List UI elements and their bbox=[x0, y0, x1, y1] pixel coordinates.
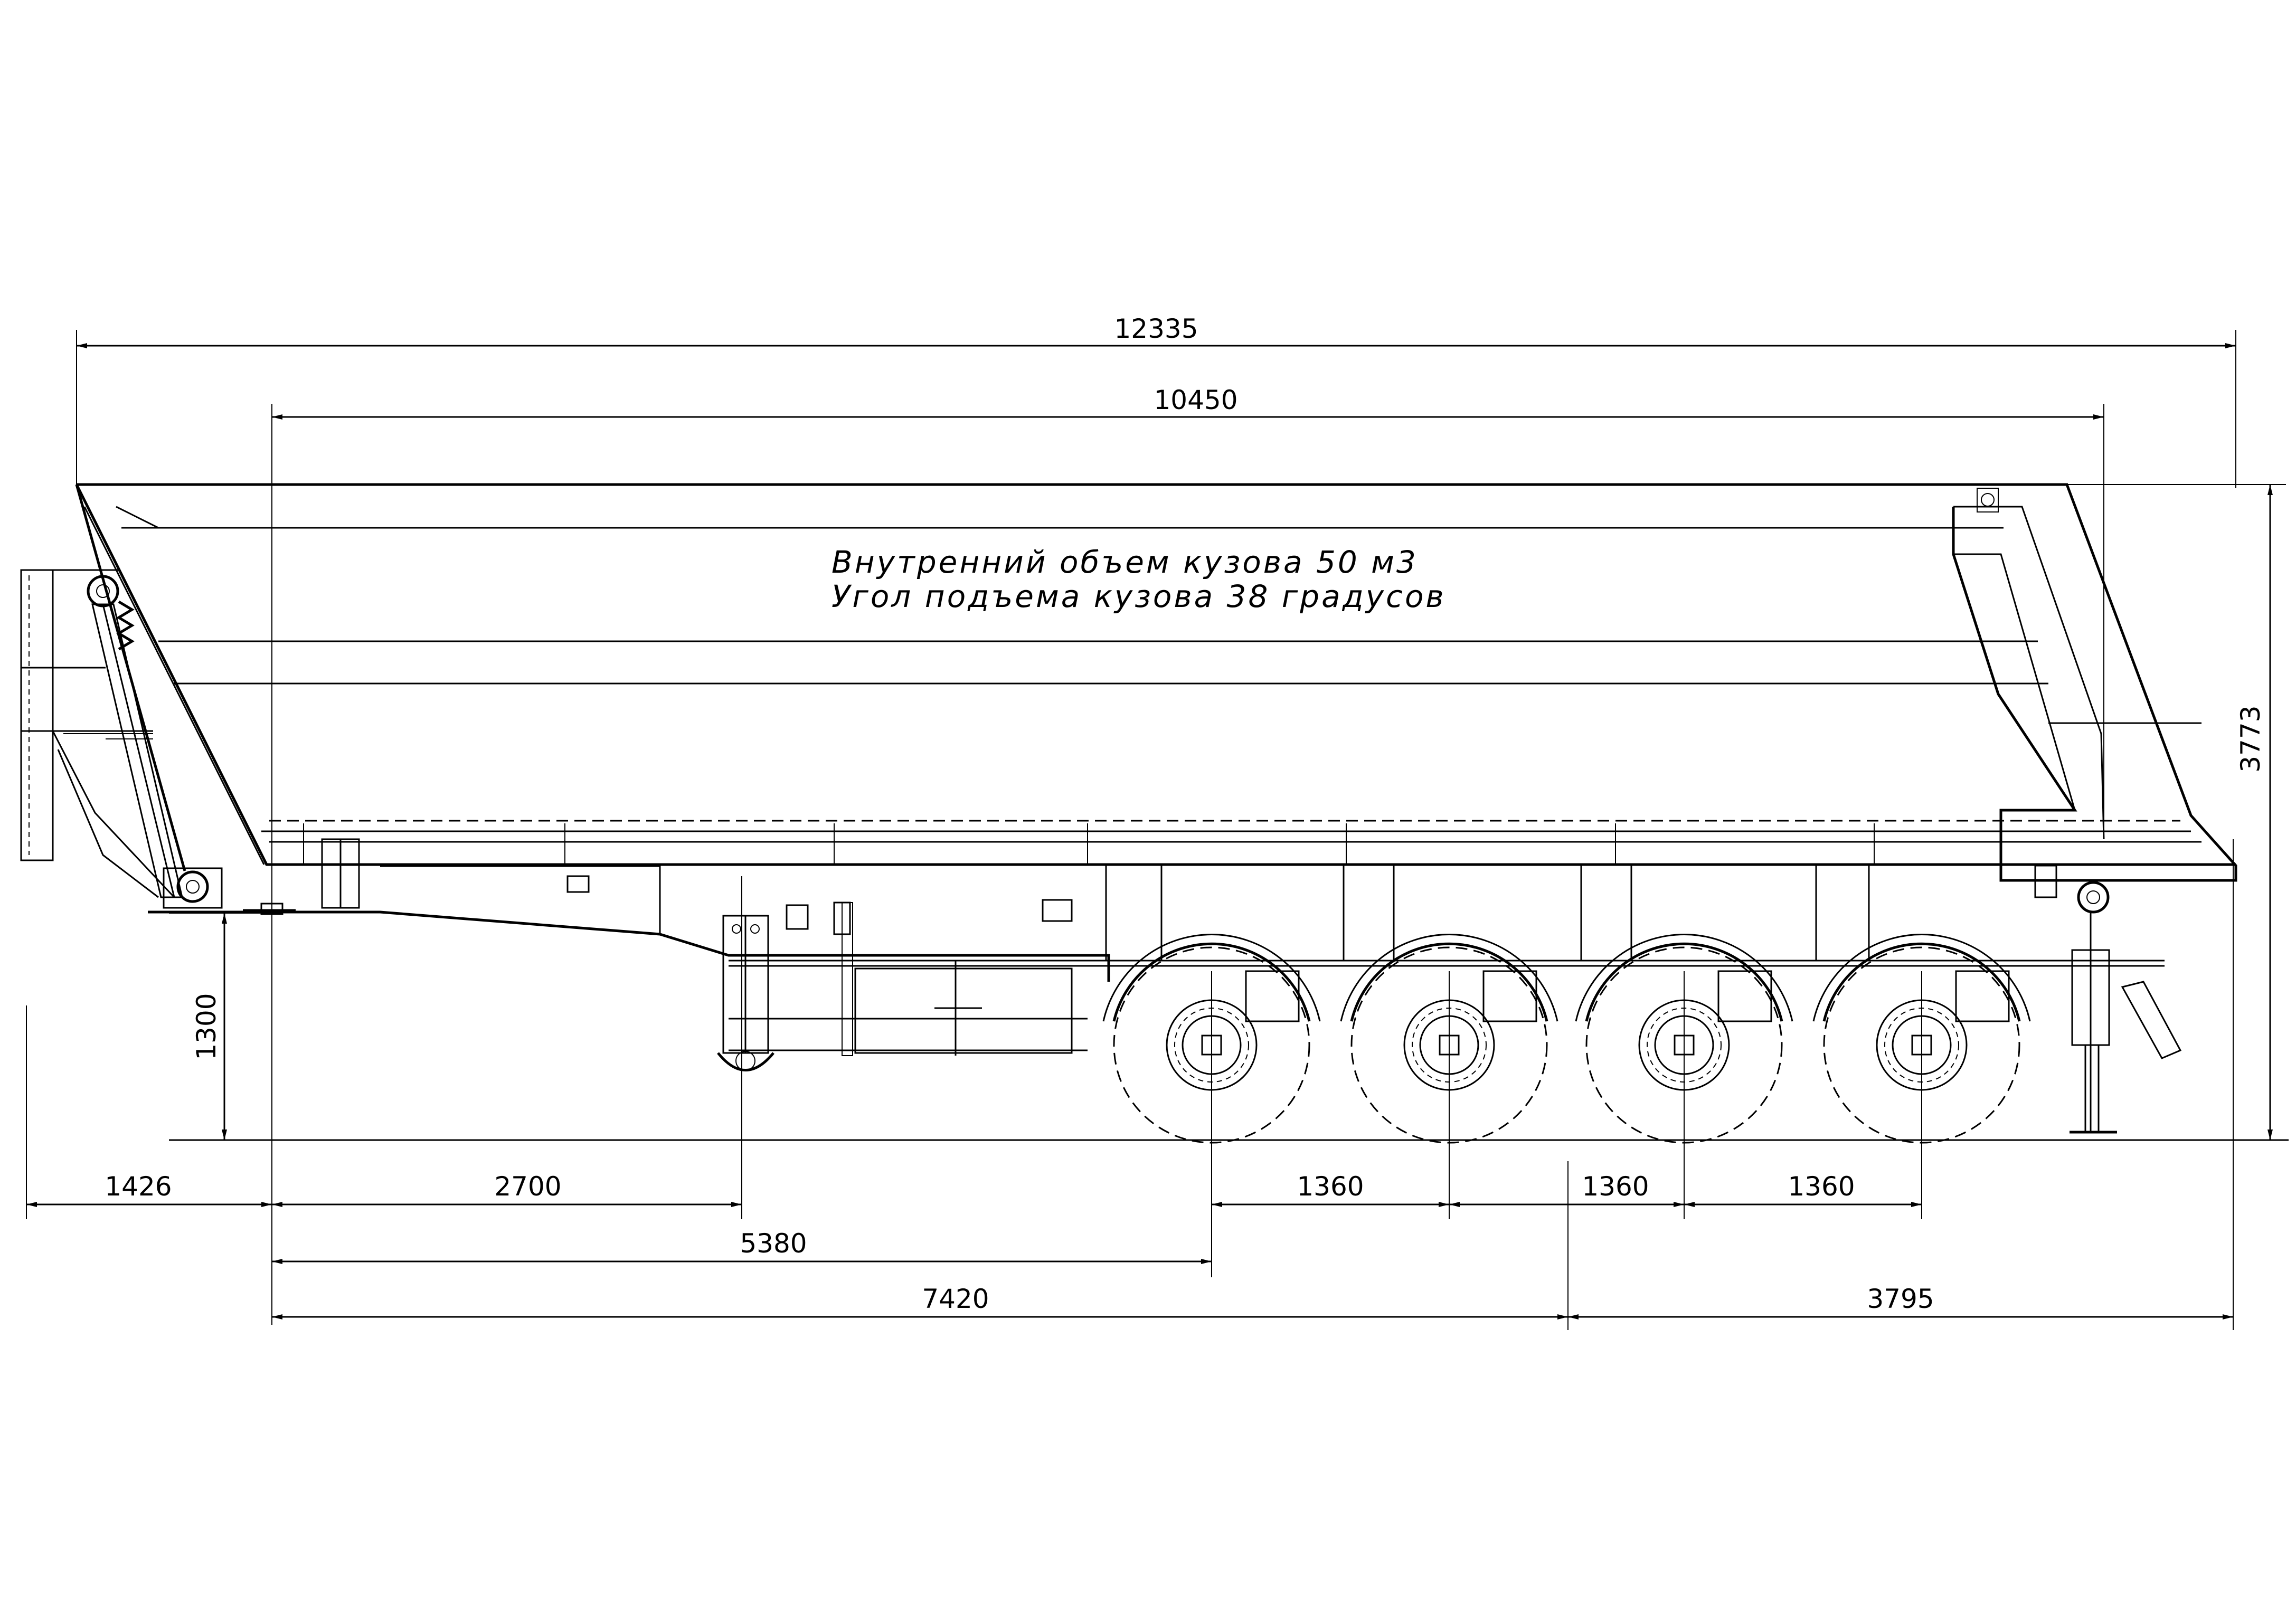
chassis-frame bbox=[148, 838, 2165, 1051]
dim-10450: 10450 bbox=[1154, 385, 1237, 415]
wheel-axle-3 bbox=[1575, 934, 1793, 1144]
dim-1300: 1300 bbox=[191, 993, 222, 1060]
dimension-overall-length: 12335 bbox=[76, 314, 2236, 488]
front-hydraulic-cylinder bbox=[20, 569, 183, 898]
dim-1360-a: 1360 bbox=[1297, 1171, 1364, 1202]
dimension-row-1: 1426 2700 1360 1360 1360 bbox=[26, 876, 1922, 1330]
dim-1426: 1426 bbox=[105, 1171, 172, 1202]
note-lift-angle: Угол подъема кузова 38 градусов bbox=[832, 578, 1446, 614]
dim-2700: 2700 bbox=[494, 1171, 561, 1202]
wheel-axle-4 bbox=[1812, 934, 2031, 1144]
dim-12335: 12335 bbox=[1114, 314, 1198, 344]
dimension-row-3: 7420 3795 bbox=[272, 839, 2234, 1330]
tipper-body bbox=[75, 483, 2237, 882]
dim-7420: 7420 bbox=[922, 1284, 989, 1314]
dim-1360-b: 1360 bbox=[1582, 1171, 1649, 1202]
landing-gear bbox=[717, 915, 774, 1071]
wheel-axle-2 bbox=[1340, 934, 1558, 1144]
body-notes: Внутренний объем кузова 50 м3 Угол подъе… bbox=[832, 544, 1446, 614]
dimension-row-2: 5380 bbox=[272, 1228, 1212, 1264]
wheel-axle-1 bbox=[1102, 934, 1321, 1144]
note-body-volume: Внутренний объем кузова 50 м3 bbox=[832, 544, 1418, 580]
dim-1360-c: 1360 bbox=[1788, 1171, 1855, 1202]
dim-5380: 5380 bbox=[740, 1228, 807, 1259]
side-toolbox bbox=[842, 902, 1073, 1056]
dim-3773: 3773 bbox=[2235, 705, 2266, 772]
rear-support-leg bbox=[2034, 865, 2182, 1134]
dimension-coupling-height: 1300 bbox=[169, 913, 275, 1140]
axle-group bbox=[1102, 866, 2031, 1144]
dim-3795: 3795 bbox=[1867, 1284, 1934, 1314]
dimension-overall-height: 3773 bbox=[1996, 484, 2286, 1141]
